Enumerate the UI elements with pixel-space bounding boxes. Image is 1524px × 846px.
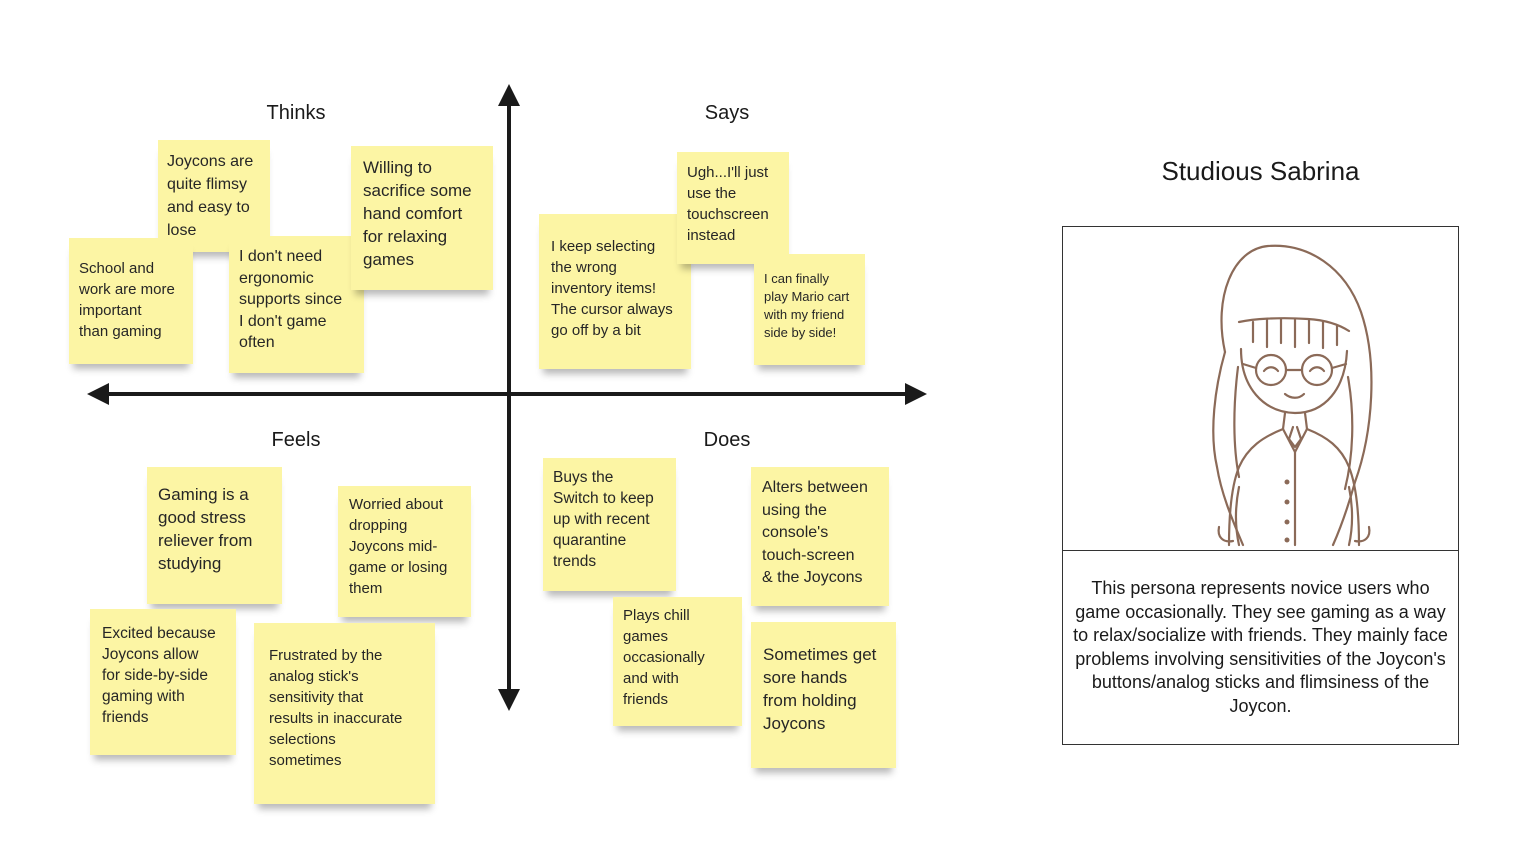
right-arrow-icon	[905, 383, 927, 405]
quadrant-title-says: Says	[704, 102, 750, 124]
sticky-note-thinks-flimsy[interactable]: Joycons are quite flimsy and easy to los…	[158, 140, 270, 252]
down-arrow-icon	[498, 689, 520, 711]
sticky-note-thinks-sacrifice[interactable]: Willing to sacrifice some hand comfort f…	[351, 146, 493, 290]
up-arrow-icon	[498, 84, 520, 106]
persona-name: Studious Sabrina	[1161, 156, 1360, 186]
sticky-note-feels-worried[interactable]: Worried about dropping Joycons mid- game…	[338, 486, 471, 617]
persona-description: This persona represents novice users who…	[1073, 578, 1448, 716]
sticky-note-does-alters[interactable]: Alters between using the console's touch…	[751, 467, 889, 606]
sticky-note-does-buys[interactable]: Buys the Switch to keep up with recent q…	[543, 458, 676, 591]
quadrant-title-does: Does	[703, 429, 751, 451]
girl-sketch-icon	[1212, 244, 1373, 547]
sticky-note-does-chill[interactable]: Plays chill games occasionally and with …	[613, 597, 742, 726]
quadrant-title-thinks: Thinks	[266, 102, 326, 124]
left-arrow-icon	[87, 383, 109, 405]
sticky-note-says-inventory[interactable]: I keep selecting the wrong inventory ite…	[539, 214, 691, 369]
sticky-note-feels-excited[interactable]: Excited because Joycons allow for side-b…	[90, 609, 236, 755]
persona-card: This persona represents novice users who…	[1062, 226, 1459, 745]
sticky-note-feels-stress[interactable]: Gaming is a good stress reliever from st…	[147, 467, 282, 604]
sticky-note-thinks-ergonomic[interactable]: I don't need ergonomic supports since I …	[229, 236, 364, 373]
sticky-note-does-sore[interactable]: Sometimes get sore hands from holding Jo…	[751, 622, 896, 768]
sticky-note-feels-frustrated[interactable]: Frustrated by the analog stick's sensiti…	[254, 623, 435, 804]
quadrant-title-feels: Feels	[271, 429, 321, 451]
persona-portrait	[1063, 227, 1458, 551]
sticky-note-thinks-school[interactable]: School and work are more important than …	[69, 238, 193, 364]
sticky-note-says-touchscreen[interactable]: Ugh...I'll just use the touchscreen inst…	[677, 152, 789, 264]
sticky-note-says-mario[interactable]: I can finally play Mario cart with my fr…	[754, 254, 865, 365]
